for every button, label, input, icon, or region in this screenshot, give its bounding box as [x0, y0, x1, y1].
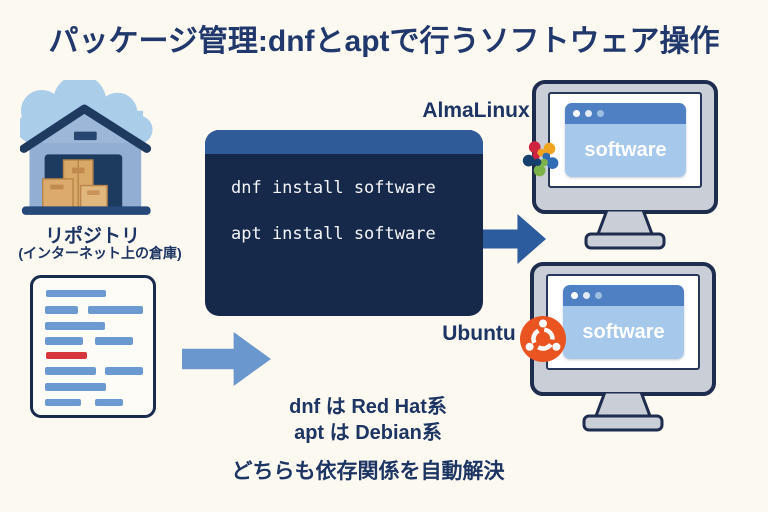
boxes-icon	[42, 159, 108, 209]
window-dot-icon	[583, 292, 590, 299]
window-dot-icon	[585, 110, 592, 117]
terminal-window: dnf install software apt install softwar…	[205, 130, 483, 316]
almalinux-label: AlmaLinux	[422, 99, 530, 122]
terminal-titlebar	[205, 130, 483, 154]
ubuntu-label: Ubuntu	[442, 322, 516, 345]
monitor-stand	[568, 390, 678, 434]
note-apt-debian: apt は Debian系	[294, 422, 442, 444]
software-window-label: software	[563, 306, 684, 359]
window-dot-icon	[573, 110, 580, 117]
repository-sublabel: (インターネット上の倉庫)	[18, 245, 182, 261]
software-window-label: software	[565, 124, 686, 177]
warehouse-icon	[17, 74, 153, 215]
monitor-stand	[570, 208, 680, 252]
repository-label: リポジトリ	[44, 226, 140, 247]
window-dot-icon	[597, 110, 604, 117]
package-list-icon	[30, 275, 156, 418]
window-dot-icon	[595, 292, 602, 299]
software-window: software	[563, 285, 684, 359]
ubuntu-logo-icon	[518, 314, 568, 364]
software-window: software	[565, 103, 686, 177]
terminal-command-apt: apt install software	[231, 224, 436, 244]
page-title: パッケージ管理:dnfとaptで行うソフトウェア操作	[48, 25, 720, 58]
ubuntu-monitor: software	[530, 262, 718, 434]
almalinux-logo-icon	[514, 130, 568, 186]
window-dot-icon	[571, 292, 578, 299]
note-dnf-redhat: dnf は Red Hat系	[289, 396, 447, 418]
notes: dnf は Red Hat系 apt は Debian系 どちらも依存関係を自動…	[208, 394, 528, 485]
repository-warehouse-icon	[17, 74, 162, 222]
window-titlebar	[565, 103, 686, 124]
terminal-body: dnf install software apt install softwar…	[205, 154, 483, 243]
arrow-doc-to-terminal-icon	[182, 332, 271, 386]
window-titlebar	[563, 285, 684, 306]
terminal-command-dnf: dnf install software	[231, 178, 436, 198]
note-dependency-resolution: どちらも依存関係を自動解決	[231, 460, 505, 483]
